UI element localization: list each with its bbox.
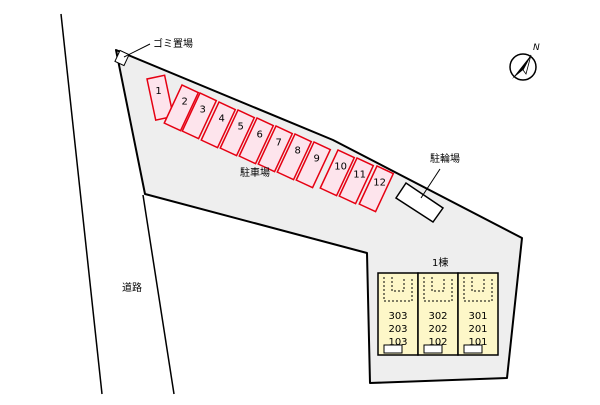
unit-entrance: [463, 344, 483, 354]
parking-space-number: 5: [237, 122, 243, 133]
parking-space-number: 9: [313, 154, 319, 165]
parking-space-3: 3: [181, 92, 218, 140]
road-label: 道路: [122, 281, 142, 294]
unit-interior-detail: [423, 277, 453, 302]
parking-space-12: 12: [358, 165, 395, 213]
parking-space-number: 3: [199, 105, 205, 116]
parking-space-1: 1: [146, 74, 175, 121]
parking-space-outline: [319, 149, 356, 197]
unit-interior-detail: [463, 277, 493, 302]
garbage-area: [114, 49, 130, 67]
parking-space-number: 12: [373, 178, 386, 189]
north-compass-icon: N: [509, 43, 540, 81]
parking-space-outline: [181, 92, 218, 140]
unit-outline: [377, 272, 419, 356]
parking-space-10: 10: [319, 149, 356, 197]
parking-label: 駐車場: [240, 166, 270, 179]
unit-outline: [417, 272, 459, 356]
parking-space-8: 8: [276, 133, 313, 181]
room-number: 201: [468, 324, 487, 335]
parking-space-number: 4: [218, 114, 224, 125]
parking-space-number: 11: [353, 170, 366, 181]
building-unit: 303 203 103: [377, 272, 419, 356]
parking-space-number: 7: [275, 138, 281, 149]
road-edge-right: [142, 194, 175, 395]
parking-space-number: 1: [155, 86, 161, 97]
unit-outline: [457, 272, 499, 356]
parking-space-5: 5: [219, 109, 256, 157]
unit-entrance: [423, 344, 443, 354]
room-number: 301: [468, 311, 487, 322]
parking-space-outline: [358, 165, 395, 213]
parking-space-7: 7: [257, 125, 294, 173]
north-label: N: [533, 43, 540, 53]
parking-space-number: 10: [334, 162, 347, 173]
parking-space-2: 2: [163, 84, 200, 132]
room-number: 103: [388, 337, 407, 348]
building-label: 1棟: [432, 256, 448, 269]
building-unit: 301 201 101: [457, 272, 499, 356]
parking-space-11: 11: [338, 157, 375, 205]
garbage-label: ゴミ置場: [153, 37, 193, 50]
parking-space-outline: [146, 74, 175, 121]
parking-space-outline: [338, 157, 375, 205]
parking-space-4: 4: [200, 101, 237, 149]
room-number: 202: [428, 324, 447, 335]
parking-space-outline: [219, 109, 256, 157]
parking-space-outline: [200, 101, 237, 149]
building-units: 303 203 103 302 202 102 301 201 101: [377, 272, 499, 356]
room-number: 101: [468, 337, 487, 348]
building-unit: 302 202 102: [417, 272, 459, 356]
parking-space-outline: [163, 84, 200, 132]
room-number: 302: [428, 311, 447, 322]
parking-space-outline: [276, 133, 313, 181]
parking-space-6: 6: [238, 117, 275, 165]
parking-space-number: 2: [181, 97, 187, 108]
road-edge-left: [60, 13, 103, 395]
unit-interior-detail: [383, 277, 413, 302]
parking-space-9: 9: [295, 141, 332, 189]
parking-space-outline: [238, 117, 275, 165]
parking-space-number: 6: [256, 130, 262, 141]
room-number: 102: [428, 337, 447, 348]
garbage-leader-line: [123, 43, 151, 58]
parking-space-outline: [257, 125, 294, 173]
room-number: 303: [388, 311, 407, 322]
bicycle-label: 駐輪場: [430, 152, 460, 165]
parking-space-outline: [295, 141, 332, 189]
bicycle-leader-line: [420, 168, 441, 199]
unit-entrance: [383, 344, 403, 354]
room-number: 203: [388, 324, 407, 335]
bicycle-parking: [394, 181, 445, 224]
parking-space-number: 8: [294, 146, 300, 157]
